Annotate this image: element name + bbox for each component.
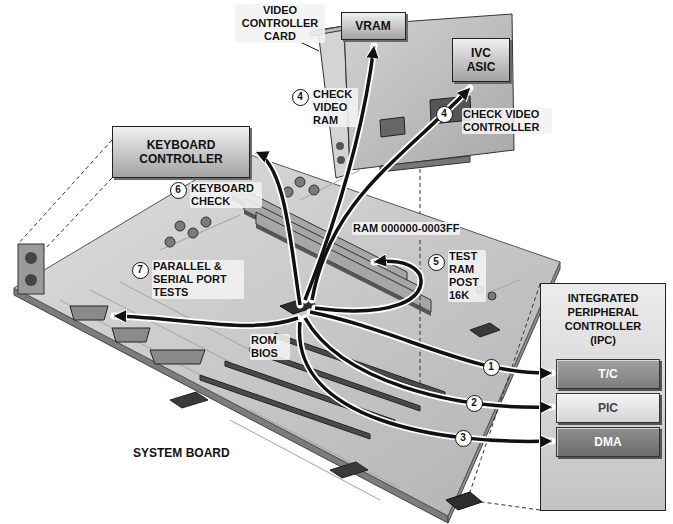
capacitors (188, 228, 198, 238)
node-text: VRAM (346, 19, 400, 33)
test-arrow-halo (256, 152, 300, 305)
leader-line (300, 42, 319, 51)
controller-box: KEYBOARD CONTROLLER (112, 126, 250, 178)
node-text: T/C (563, 367, 653, 381)
step-label: KEYBOARD CHECK (190, 182, 262, 208)
callout-number: 1 (483, 359, 500, 376)
board-chips (330, 462, 368, 478)
function-block: DMA (556, 427, 660, 457)
io-ports (70, 306, 108, 320)
capacitors (201, 217, 211, 227)
test-arrow-halo (315, 261, 421, 311)
node-text: IVC ASIC (461, 46, 501, 74)
zoom-lines (470, 284, 540, 492)
test-arrow (114, 46, 552, 441)
test-arrow-halo (312, 88, 470, 300)
video-card (336, 142, 344, 150)
keyboard-ports (18, 244, 44, 294)
test-arrow (114, 316, 298, 325)
zoom-lines (44, 178, 112, 250)
memory-box: VRAM (341, 12, 406, 40)
part-label: SYSTEM BOARD (132, 446, 231, 460)
node-text: PIC (563, 401, 653, 415)
callout-number: 3 (455, 430, 472, 447)
callout-number: 4 (292, 89, 309, 106)
controller-chip-box: IVC ASIC (452, 38, 510, 82)
io-ports (112, 328, 150, 342)
test-arrow (312, 88, 470, 300)
test-arrow (300, 322, 552, 441)
test-arrow (305, 46, 374, 300)
part-label: ROM BIOS (250, 334, 290, 360)
node-text: INTEGRATED PERIPHERAL CONTROLLER (IPC) (557, 291, 649, 347)
address-label: RAM 000000-0003FF (352, 222, 460, 235)
capacitors (175, 221, 185, 231)
board-chips (170, 392, 208, 408)
memory-slots (256, 224, 431, 316)
controller-panel: INTEGRATED PERIPHERAL CONTROLLER (IPC) T/… (540, 283, 666, 511)
keyboard-ports (25, 274, 37, 286)
function-block: T/C (556, 359, 660, 389)
step-label: TEST RAM POST 16K (448, 250, 486, 302)
test-arrow-halo (114, 46, 552, 441)
test-arrow-halo (300, 322, 552, 441)
test-arrow-halo (305, 318, 552, 407)
function-block: PIC (556, 393, 660, 423)
callout-number: 2 (466, 395, 483, 412)
video-card (337, 156, 345, 164)
callout-number: 4 (436, 106, 453, 123)
test-arrow (315, 261, 421, 311)
system-board (14, 152, 560, 516)
panel-fill (540, 283, 666, 511)
keyboard-ports (25, 252, 37, 264)
ipc-chip (446, 492, 482, 510)
callout-number: 6 (170, 182, 187, 199)
capacitors (488, 292, 496, 300)
step-label: PARALLEL & SERIAL PORT TESTS (152, 260, 244, 299)
ipc-chip (446, 492, 482, 510)
keyboard-ports (18, 244, 44, 294)
callout-number: 7 (132, 262, 149, 279)
zoom-lines (18, 140, 112, 244)
capacitors (309, 185, 319, 195)
zoom-lines (420, 240, 421, 388)
leader-line (300, 42, 319, 51)
capacitors (295, 177, 305, 187)
node-text: KEYBOARD CONTROLLER (126, 138, 236, 166)
video-card (380, 117, 405, 137)
test-arrow-halo (305, 46, 374, 300)
part-label: VIDEO CONTROLLER CARD (235, 4, 325, 43)
board-chips (470, 323, 500, 337)
zoom-lines (482, 502, 540, 510)
test-arrow-halo (114, 316, 298, 325)
test-arrow (305, 318, 552, 407)
test-arrow (310, 312, 552, 373)
system-board (14, 152, 560, 523)
board-traces (160, 215, 240, 250)
callout-number: 5 (428, 254, 445, 271)
step-label: CHECK VIDEO RAM (312, 88, 358, 127)
node-text: DMA (563, 435, 653, 449)
zoom-lines (420, 162, 421, 214)
capacitors (165, 237, 175, 247)
test-arrow (256, 152, 300, 305)
step-label: CHECK VIDEO CONTROLLER (462, 108, 552, 134)
io-ports (150, 350, 205, 364)
zoom-lines (18, 140, 540, 510)
